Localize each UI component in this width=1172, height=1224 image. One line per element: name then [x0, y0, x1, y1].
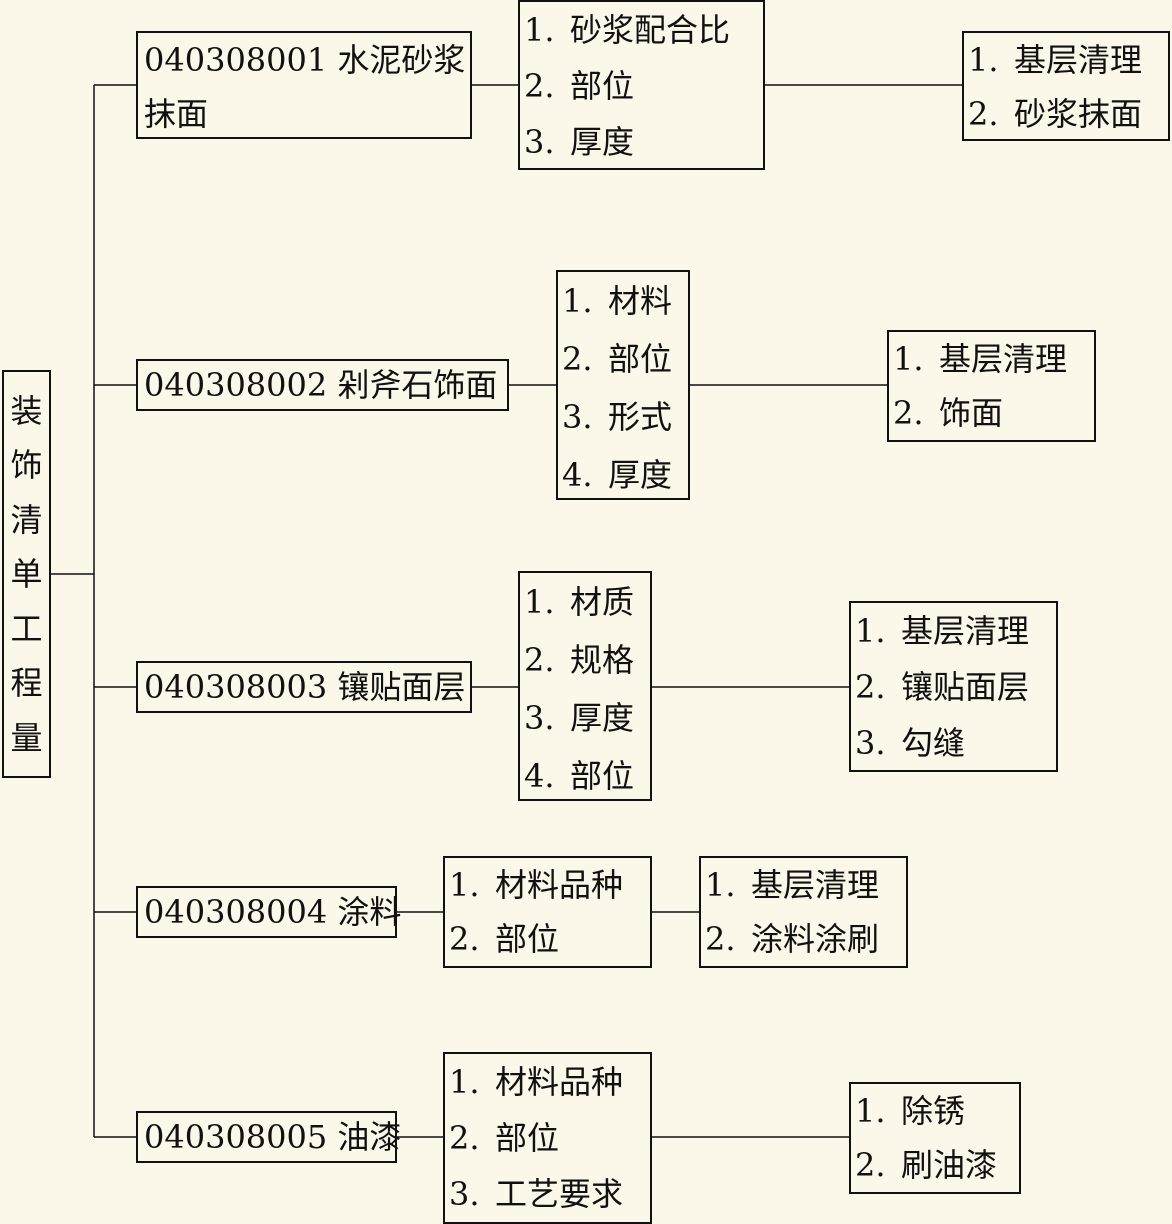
code-box-1: 040308001 水泥砂浆 抹面 — [136, 31, 472, 139]
feature-text: 工艺要求 — [495, 1175, 624, 1213]
root-char: 工 — [10, 609, 43, 648]
root-char: 程 — [10, 664, 43, 702]
work-text: 砂浆抹面 — [1014, 95, 1143, 133]
work-text: 镶贴面层 — [901, 668, 1030, 706]
root-char: 装 — [10, 391, 43, 430]
work-item: 1.基层清理 — [968, 41, 1143, 79]
feature-text: 材料品种 — [495, 1063, 624, 1101]
code-line: 040308004 涂料 — [144, 893, 402, 931]
features-box-3: 1.材质 2.规格 3.厚度 4.部位 — [518, 571, 652, 801]
feature-text: 厚度 — [608, 456, 673, 494]
works-box-4: 1.基层清理 2.涂料涂刷 — [699, 856, 908, 968]
code-box-4: 040308004 涂料 — [136, 886, 401, 938]
work-text: 刷油漆 — [901, 1146, 998, 1184]
works-box-2: 1.基层清理 2.饰面 — [887, 330, 1096, 442]
feature-item: 1.材料 — [562, 282, 673, 320]
feature-text: 部位 — [495, 920, 560, 958]
feature-text: 砂浆配合比 — [570, 11, 731, 49]
work-text: 除锈 — [901, 1092, 966, 1130]
work-item: 2.镶贴面层 — [855, 668, 1030, 706]
work-text: 勾缝 — [901, 724, 966, 762]
work-item: 2.饰面 — [893, 394, 1004, 432]
feature-item: 2.部位 — [524, 67, 635, 105]
work-text: 涂料涂刷 — [751, 920, 880, 958]
feature-text: 部位 — [495, 1119, 560, 1157]
root-char: 量 — [10, 718, 43, 757]
feature-text: 规格 — [570, 641, 635, 679]
feature-item: 2.部位 — [449, 1119, 560, 1157]
work-item: 1.基层清理 — [893, 340, 1068, 378]
feature-item: 3.厚度 — [524, 123, 635, 161]
features-box-1: 1.砂浆配合比 2.部位 3.厚度 — [518, 0, 765, 170]
feature-text: 材料 — [608, 282, 673, 320]
features-box-5: 1.材料品种 2.部位 3.工艺要求 — [443, 1052, 652, 1224]
works-box-1: 1.基层清理 2.砂浆抹面 — [962, 31, 1170, 141]
work-item: 2.刷油漆 — [855, 1146, 998, 1184]
works-box-5: 1.除锈 2.刷油漆 — [849, 1082, 1021, 1194]
features-box-2: 1.材料 2.部位 3.形式 4.厚度 — [556, 270, 690, 500]
work-text: 饰面 — [939, 394, 1004, 432]
work-text: 基层清理 — [1014, 41, 1143, 79]
work-text: 基层清理 — [751, 866, 880, 904]
feature-text: 材质 — [570, 583, 635, 621]
feature-item: 4.厚度 — [562, 456, 673, 494]
feature-item: 2.部位 — [449, 920, 560, 958]
feature-item: 1.材料品种 — [449, 1063, 624, 1101]
feature-item: 2.规格 — [524, 641, 635, 679]
feature-text: 材料品种 — [495, 866, 624, 904]
work-item: 1.基层清理 — [855, 612, 1030, 650]
feature-text: 厚度 — [570, 123, 635, 161]
work-item: 1.基层清理 — [705, 866, 880, 904]
feature-item: 4.部位 — [524, 757, 635, 795]
features-box-4: 1.材料品种 2.部位 — [443, 856, 652, 968]
feature-text: 部位 — [570, 67, 635, 105]
code-line: 040308005 油漆 — [144, 1118, 402, 1156]
feature-item: 1.材料品种 — [449, 866, 624, 904]
code-line: 040308002 剁斧石饰面 — [144, 366, 498, 404]
root-char: 饰 — [10, 446, 43, 484]
root-char: 清 — [10, 500, 43, 539]
work-item: 2.涂料涂刷 — [705, 920, 880, 958]
feature-item: 3.工艺要求 — [449, 1175, 624, 1213]
feature-item: 1.材质 — [524, 583, 635, 621]
code-line: 040308001 水泥砂浆 — [144, 41, 466, 79]
code-box-2: 040308002 剁斧石饰面 — [136, 359, 509, 411]
code-line: 040308003 镶贴面层 — [144, 668, 466, 706]
feature-item: 3.厚度 — [524, 699, 635, 737]
works-box-3: 1.基层清理 2.镶贴面层 3.勾缝 — [849, 601, 1058, 772]
feature-item: 1.砂浆配合比 — [524, 11, 731, 49]
code-line: 抹面 — [144, 95, 209, 133]
root-node: 装 饰 清 单 工 程 量 — [2, 370, 51, 778]
work-item: 3.勾缝 — [855, 724, 966, 762]
work-item: 2.砂浆抹面 — [968, 95, 1143, 133]
feature-item: 3.形式 — [562, 398, 673, 436]
feature-item: 2.部位 — [562, 340, 673, 378]
work-text: 基层清理 — [939, 340, 1068, 378]
feature-text: 部位 — [608, 340, 673, 378]
work-text: 基层清理 — [901, 612, 1030, 650]
work-item: 1.除锈 — [855, 1092, 966, 1130]
root-char: 单 — [10, 555, 43, 593]
feature-text: 部位 — [570, 757, 635, 795]
code-box-3: 040308003 镶贴面层 — [136, 661, 472, 713]
feature-text: 形式 — [608, 398, 673, 436]
feature-text: 厚度 — [570, 699, 635, 737]
code-box-5: 040308005 油漆 — [136, 1111, 401, 1163]
